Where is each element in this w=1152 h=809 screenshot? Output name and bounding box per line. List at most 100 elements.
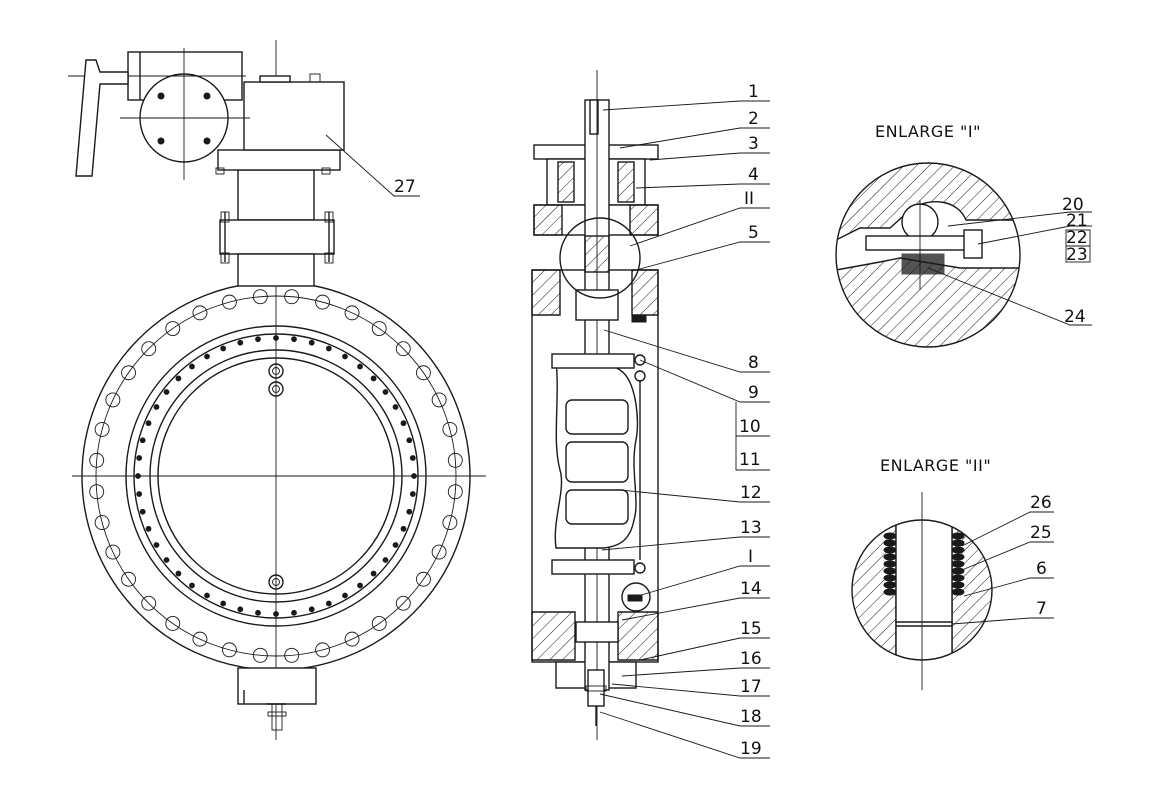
callout-2: 2 — [748, 109, 759, 129]
bolt-hole — [447, 484, 463, 500]
retainer-screw — [370, 570, 377, 577]
leader-26 — [961, 511, 1054, 547]
bolt-hole — [141, 595, 157, 611]
retainer-screw — [382, 557, 389, 563]
bolt-hole — [105, 392, 121, 408]
packing-ring — [883, 553, 897, 561]
retainer-screw — [409, 455, 416, 461]
retainer-screw — [189, 363, 195, 370]
packing-ring — [883, 560, 897, 568]
packing-ring — [883, 532, 897, 540]
bolt-hole — [447, 452, 463, 468]
callout-24: 24 — [1064, 307, 1086, 327]
retainer-screw — [175, 375, 182, 382]
retainer-screw — [153, 404, 160, 410]
callout-19: 19 — [740, 739, 762, 759]
retainer-screw — [325, 600, 332, 607]
bolt-hole — [415, 571, 431, 587]
callout-1: 1 — [748, 82, 759, 102]
callout-5: 5 — [748, 223, 759, 243]
bolt-hole — [442, 421, 458, 437]
packing-ring — [883, 546, 897, 554]
packing-ring — [951, 574, 965, 582]
callout-13: 13 — [740, 518, 762, 538]
bolt-hole — [141, 341, 157, 357]
gearbox-base — [217, 149, 341, 171]
bolt-hole — [121, 571, 137, 587]
bolt-hole — [89, 452, 105, 468]
packing-ring — [951, 560, 965, 568]
bolt-hole — [315, 642, 331, 658]
gearbox-body — [243, 81, 345, 151]
retainer-screw — [400, 525, 407, 532]
retainer-screw — [308, 606, 315, 613]
bolt-hole — [192, 305, 208, 321]
callout-16: 16 — [740, 649, 762, 669]
bolt-hole — [371, 615, 387, 631]
enlarge-1-detail: ENLARGE "I" 20 21 22 23 24 — [835, 122, 1092, 348]
callout-18: 18 — [740, 707, 762, 727]
bolt-hole — [284, 647, 300, 663]
retainer-screw — [255, 336, 261, 343]
callout-20: 20 — [1062, 195, 1084, 215]
callout-I: I — [748, 547, 753, 567]
callout-17: 17 — [740, 677, 762, 697]
retainer-screw — [163, 557, 170, 563]
bolt-hole — [94, 515, 110, 531]
packing-ring — [883, 588, 897, 596]
callout-7: 7 — [1036, 599, 1047, 619]
callout-23: 23 — [1066, 245, 1088, 265]
callout-27: 27 — [394, 177, 416, 197]
bottom-cover — [237, 667, 317, 705]
packing-ring — [951, 539, 965, 547]
callout-25: 25 — [1030, 523, 1052, 543]
bolt-hole — [121, 365, 137, 381]
callout-14: 14 — [740, 579, 762, 599]
packing-ring — [951, 546, 965, 554]
bolt-hole — [105, 544, 121, 560]
retainer-screw — [342, 353, 348, 360]
retainer-screw — [342, 592, 348, 599]
retainer-screws — [135, 335, 417, 617]
bolt-hole — [165, 615, 181, 631]
bolt-hole — [395, 341, 411, 357]
packing-ring — [951, 567, 965, 575]
packing-ring — [883, 567, 897, 575]
retainer-screw — [153, 542, 160, 548]
bolt-hole — [371, 321, 387, 337]
leader-24 — [927, 267, 1092, 326]
section-view: 1 2 3 4 II 5 8 9 10 11 12 13 I 14 15 16 … — [531, 70, 770, 759]
retainer-screw — [357, 363, 363, 370]
retainer-screw — [175, 570, 182, 577]
flange-bolt-holes — [89, 289, 463, 663]
handle-lever[interactable] — [75, 59, 129, 177]
callout-12: 12 — [740, 483, 762, 503]
retainer-screw — [291, 336, 297, 343]
callout-26: 26 — [1030, 493, 1052, 513]
enlarge-2-detail: ENLARGE "II" 26 25 6 7 — [851, 456, 1054, 690]
leader-25 — [961, 541, 1054, 571]
retainer-screw — [139, 437, 146, 444]
packing-ring — [951, 588, 965, 596]
retainer-screw — [204, 353, 210, 360]
leader-6 — [963, 577, 1054, 597]
bolt-hole — [395, 595, 411, 611]
retainer-screw — [400, 420, 407, 427]
retainer-screw — [136, 455, 143, 461]
retainer-screw — [220, 345, 227, 352]
bolt-hole — [94, 421, 110, 437]
callout-3: 3 — [748, 134, 759, 154]
section-leaders — [599, 100, 770, 759]
bolt-hole — [252, 289, 268, 305]
bolt-hole — [284, 289, 300, 305]
retainer-screw — [357, 582, 363, 589]
bolt-hole — [89, 484, 105, 500]
bolt-hole — [192, 631, 208, 647]
leader-20 — [947, 211, 1092, 227]
packing-ring — [883, 574, 897, 582]
leader-7 — [951, 617, 1054, 625]
retainer-screw — [382, 389, 389, 395]
bolt-hole — [442, 515, 458, 531]
bolt-hole — [431, 544, 447, 560]
